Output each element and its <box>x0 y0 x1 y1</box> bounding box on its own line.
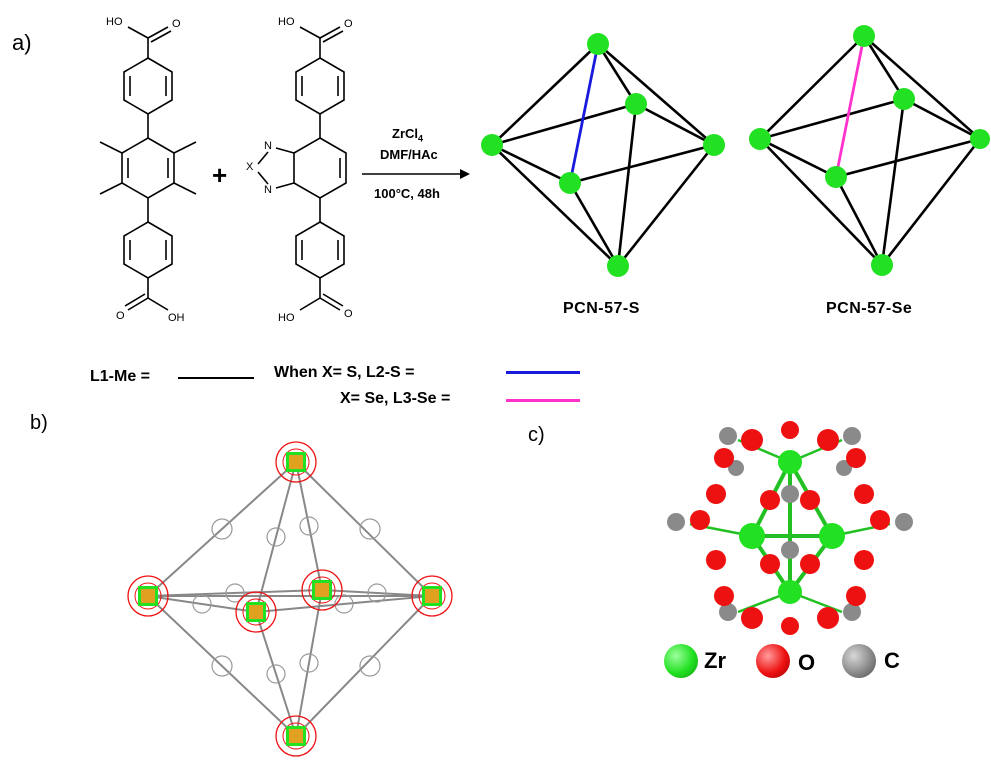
l3-se-edge <box>834 35 866 178</box>
zr-cluster-nodes <box>127 441 453 757</box>
atom-legend-zr-label: Zr <box>704 648 726 673</box>
ligand1-top-oxygen: O <box>172 18 181 30</box>
condition-solvent: DMF/HAc <box>380 147 438 162</box>
atom-legend-o-label: O <box>798 650 816 675</box>
ligand2-top-oxygen: O <box>344 18 353 30</box>
legend-l2-line <box>506 371 580 374</box>
plus-sign: + <box>212 160 228 190</box>
ligand2-bottom-oxygen: O <box>344 308 353 320</box>
product-label-pcn57-s: PCN-57-S <box>563 300 640 317</box>
panel-label-c: c) <box>528 424 545 446</box>
ligand2-heteroatom-x: X <box>246 161 254 173</box>
legend-l1-line <box>178 377 254 379</box>
atom-legend-c-label: C <box>884 648 900 673</box>
l2-s-edge <box>568 43 600 184</box>
condition-reagent: ZrCl4 <box>392 126 423 144</box>
ligand2-top-hydroxyl: HO <box>278 16 295 28</box>
product-label-pcn57-se: PCN-57-Se <box>826 300 913 317</box>
legend-l3-line <box>506 399 580 402</box>
ligand1-top-hydroxyl: HO <box>106 16 123 28</box>
condition-reagent-text: ZrCl <box>392 126 418 141</box>
ligand2-nitrogen-top: N <box>264 140 272 152</box>
ligand1-bottom-hydroxyl: OH <box>168 312 185 324</box>
atom-legend-c-marker <box>842 644 876 678</box>
ligand1-bottom-oxygen: O <box>116 310 125 322</box>
panel-label-a: a) <box>12 30 32 55</box>
condition-reagent-subscript: 4 <box>418 133 424 144</box>
condition-temperature-time: 100°C, 48h <box>374 186 440 201</box>
legend-l2-label: When X= S, L2-S = <box>274 364 415 381</box>
panel-label-b: b) <box>30 412 48 434</box>
legend-l1-label: L1-Me = <box>90 368 151 385</box>
atom-legend-zr-marker <box>664 644 698 678</box>
ligand2-bottom-hydroxyl: HO <box>278 312 295 324</box>
ligand2-nitrogen-bottom: N <box>264 184 272 196</box>
atom-legend-o-marker <box>756 644 790 678</box>
legend-l3-label: X= Se, L3-Se = <box>340 390 451 407</box>
